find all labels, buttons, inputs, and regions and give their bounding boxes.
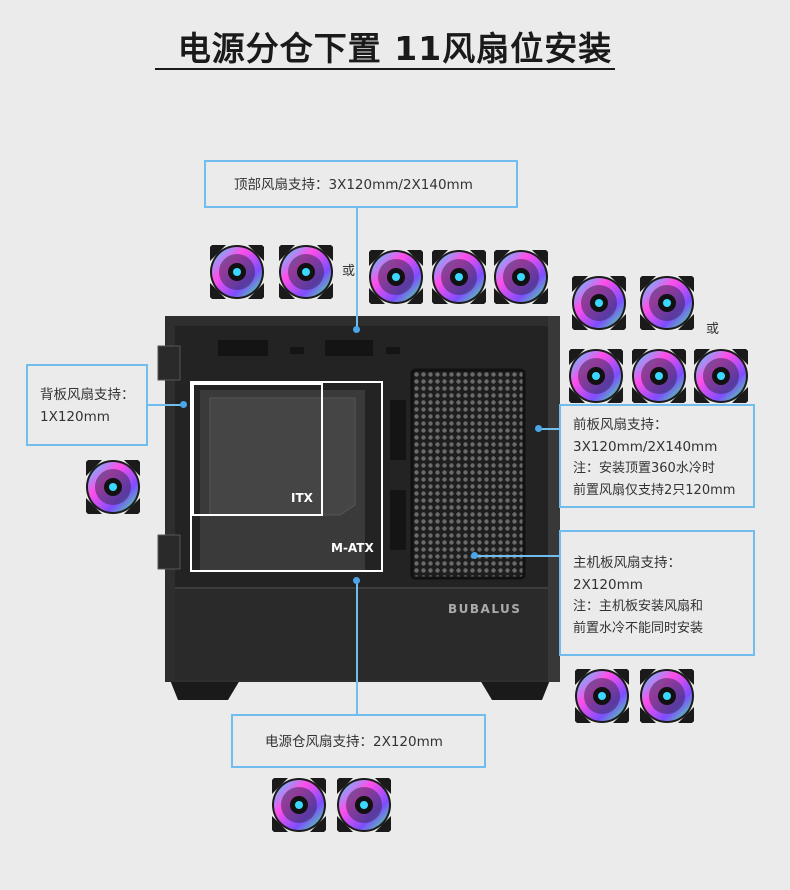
rgb-fan-icon — [428, 246, 490, 308]
rear-connector — [147, 404, 183, 406]
front-fan-value: 3X120mm/2X140mm — [573, 439, 718, 455]
mobo-connector — [474, 555, 561, 557]
top-fan-callout: 顶部风扇支持：3X120mm/2X140mm — [204, 160, 518, 208]
rgb-fan-icon — [636, 665, 698, 727]
itx-outline — [192, 383, 323, 516]
mobo-fan-note-2: 前置水冷不能同时安装 — [573, 621, 704, 636]
front-connector — [539, 428, 561, 430]
mobo-connector-dot — [471, 552, 478, 559]
rear-fan-value: 1X120mm — [40, 409, 110, 425]
rear-connector-dot — [180, 401, 187, 408]
rgb-fan-icon — [275, 241, 337, 303]
rgb-fan-icon — [628, 345, 690, 407]
top-connector-dot — [353, 326, 360, 333]
page-title: 电源分仓下置 11风扇位安装 — [177, 29, 613, 68]
rgb-fan-icon — [690, 345, 752, 407]
rgb-fan-icon — [568, 272, 630, 334]
rgb-fan-icon — [365, 246, 427, 308]
psu-fan-text: 电源仓风扇支持：2X120mm — [265, 734, 443, 750]
front-fan-note-1: 注：安装顶置360水冷时 — [573, 461, 715, 476]
rear-fan-label: 背板风扇支持： — [40, 387, 135, 403]
title-underline — [155, 68, 615, 70]
matx-outline — [190, 381, 383, 572]
rgb-fan-icon — [490, 246, 552, 308]
rear-fan-callout: 背板风扇支持： 1X120mm — [26, 364, 148, 446]
front-fan-note-2: 前置风扇仅支持2只120mm — [573, 483, 736, 498]
itx-label: ITX — [291, 491, 313, 505]
brand-logo: BUBALUS — [448, 602, 522, 616]
top-fan-text: 顶部风扇支持：3X120mm/2X140mm — [234, 177, 473, 193]
psu-connector — [356, 580, 358, 715]
psu-fan-callout: 电源仓风扇支持：2X120mm — [231, 714, 486, 768]
psu-connector-dot — [353, 577, 360, 584]
mobo-fan-note-1: 注：主机板安装风扇和 — [573, 599, 704, 614]
matx-label: M-ATX — [331, 541, 374, 555]
rgb-fan-icon — [206, 241, 268, 303]
rgb-fan-icon — [636, 272, 698, 334]
mobo-fan-value: 2X120mm — [573, 577, 643, 593]
top-connector — [356, 208, 358, 328]
front-connector-dot — [535, 425, 542, 432]
rgb-fan-icon — [333, 774, 395, 836]
mobo-fan-callout: 主机板风扇支持： 2X120mm 注：主机板安装风扇和 前置水冷不能同时安装 — [559, 530, 755, 656]
mobo-fan-label: 主机板风扇支持： — [573, 555, 681, 571]
front-fan-callout: 前板风扇支持： 3X120mm/2X140mm 注：安装顶置360水冷时 前置风… — [559, 404, 755, 508]
rgb-fan-icon — [571, 665, 633, 727]
rgb-fan-icon — [565, 345, 627, 407]
front-fan-label: 前板风扇支持： — [573, 417, 668, 433]
or-label-top: 或 — [342, 264, 356, 279]
rgb-fan-icon — [268, 774, 330, 836]
or-label-front: 或 — [706, 322, 720, 337]
rgb-fan-icon — [82, 456, 144, 518]
